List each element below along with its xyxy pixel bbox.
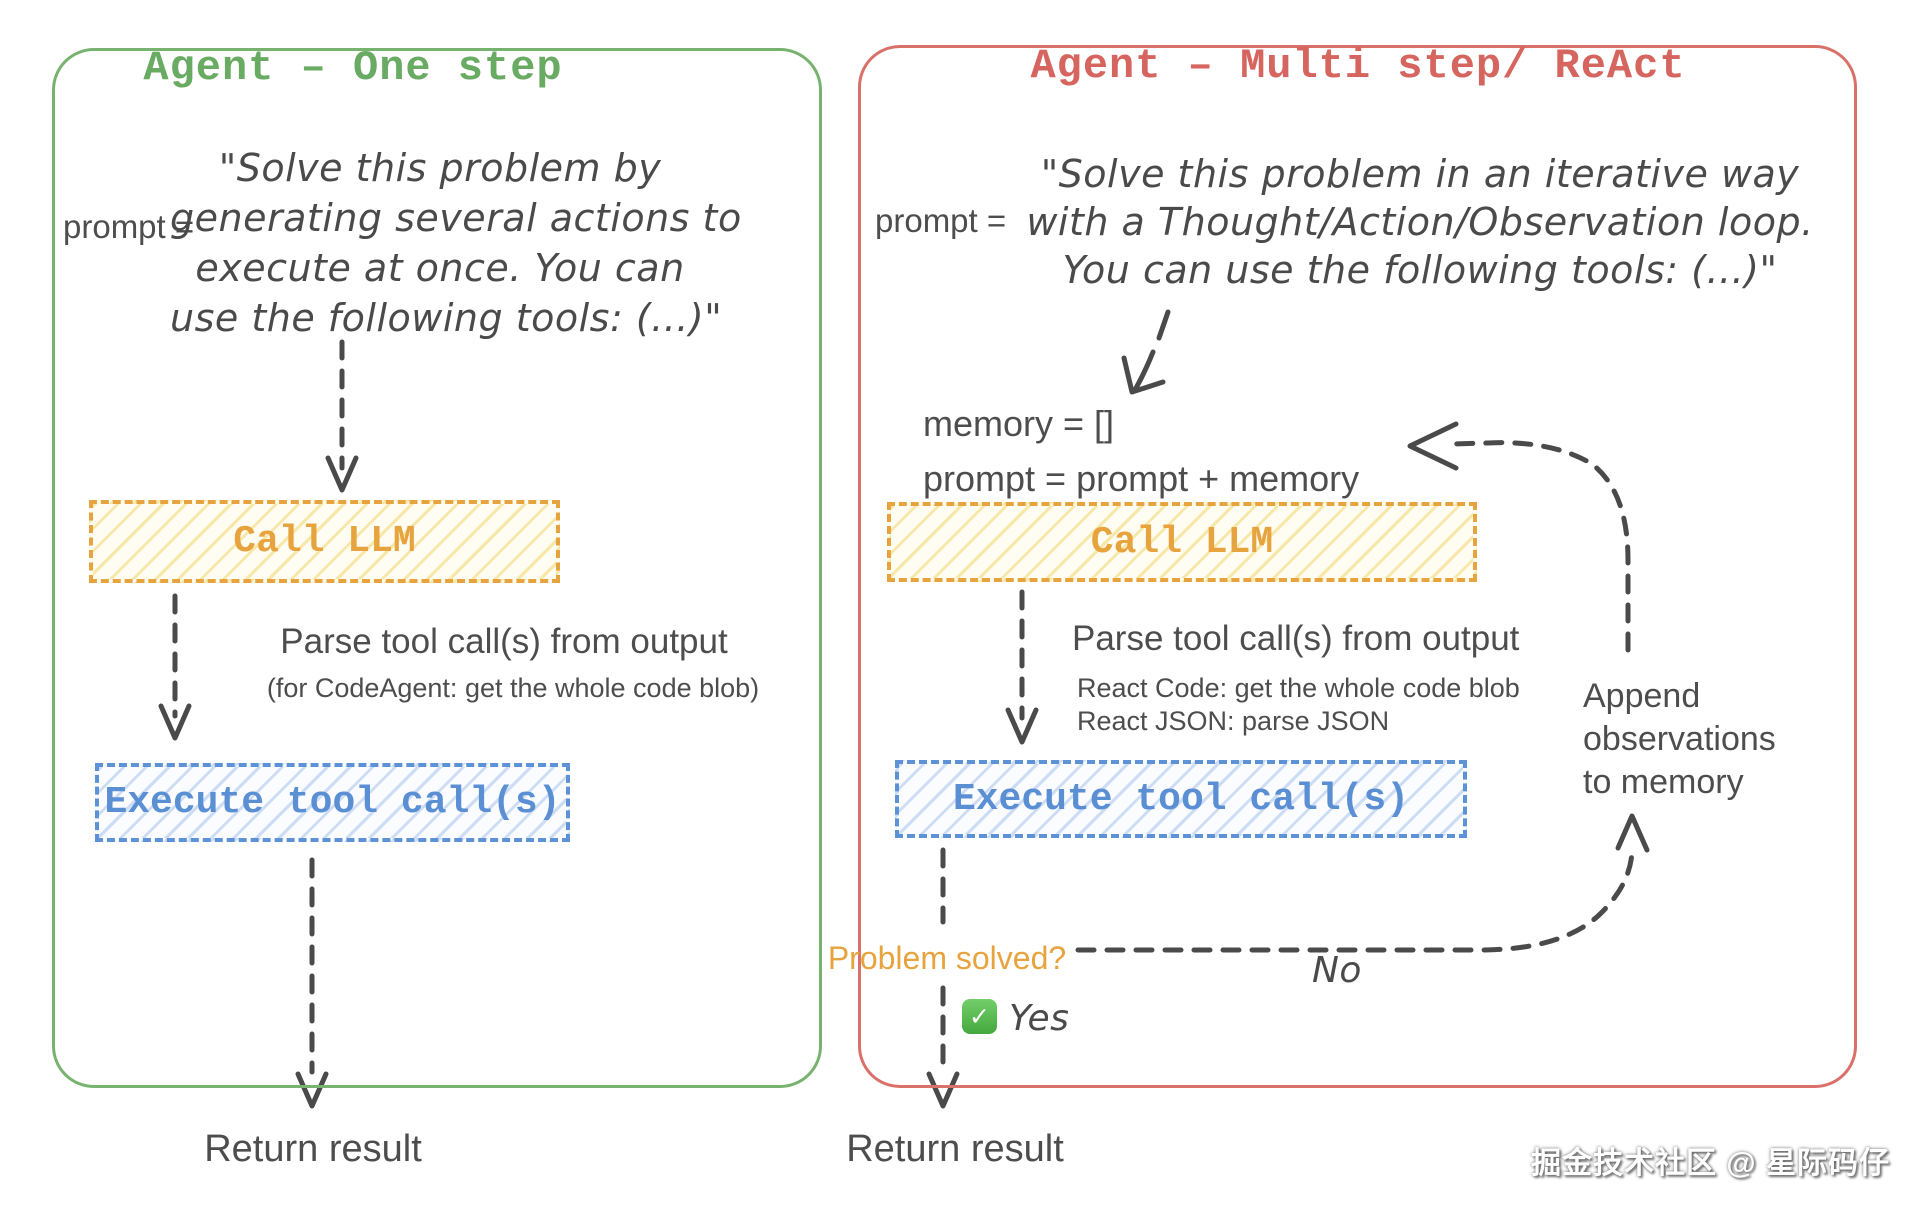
right-call-llm-label: Call LLM: [1090, 520, 1274, 564]
append-observations-note: Append observations to memory: [1583, 675, 1776, 804]
memory-init-line: memory = []: [923, 403, 1115, 444]
left-prompt-line-1: "Solve this problem by: [218, 146, 662, 190]
panel-multi-step-title: Agent – Multi step/ ReAct: [1030, 42, 1686, 90]
watermark: 掘金技术社区 @ 星际码仔: [1531, 1147, 1890, 1180]
left-prompt-line-3: execute at once. You can: [195, 246, 685, 290]
right-prompt-text: "Solve this problem in an iterative way …: [1010, 150, 1830, 294]
right-prompt-line-2: with a Thought/Action/Observation loop.: [1026, 200, 1814, 244]
prompt-plus-memory-line: prompt = prompt + memory: [923, 458, 1360, 499]
left-call-llm-label: Call LLM: [233, 520, 416, 563]
right-execute-label: Execute tool call(s): [952, 777, 1410, 821]
right-parse-subnote-code: React Code: get the whole code blob: [1077, 673, 1520, 703]
no-label: No: [1312, 950, 1362, 991]
left-execute-label: Execute tool call(s): [104, 781, 561, 824]
left-parse-note: Parse tool call(s) from output: [280, 622, 728, 661]
append-line-1: Append: [1583, 677, 1701, 715]
left-call-llm-node: Call LLM: [89, 500, 560, 583]
panel-agent-multi-step: [858, 45, 1857, 1088]
left-prompt-text: "Solve this problem by generating severa…: [170, 143, 742, 343]
right-execute-node: Execute tool call(s): [895, 760, 1467, 838]
append-line-2: observations: [1583, 720, 1776, 758]
right-parse-subnote-json: React JSON: parse JSON: [1077, 706, 1390, 736]
left-prompt-line-2: generating several actions to: [170, 196, 742, 240]
right-call-llm-node: Call LLM: [887, 502, 1477, 582]
right-return-result: Return result: [846, 1128, 1064, 1170]
right-prompt-line-1: "Solve this problem in an iterative way: [1040, 152, 1800, 196]
panel-agent-one-step: [52, 48, 822, 1088]
right-parse-note: Parse tool call(s) from output: [1072, 619, 1520, 658]
left-return-result: Return result: [204, 1128, 422, 1170]
left-execute-node: Execute tool call(s): [95, 763, 570, 842]
left-prompt-label: prompt =: [63, 208, 195, 245]
left-prompt-line-4: use the following tools: (...)": [170, 296, 723, 340]
check-icon: ✓: [962, 999, 997, 1034]
panel-one-step-title: Agent – One step: [143, 44, 563, 92]
yes-label: Yes: [1009, 998, 1070, 1039]
right-prompt-line-3: You can use the following tools: (...)": [1062, 248, 1778, 292]
right-prompt-label: prompt =: [875, 202, 1007, 239]
left-parse-subnote: (for CodeAgent: get the whole code blob): [266, 673, 760, 703]
append-line-3: to memory: [1583, 763, 1744, 801]
problem-solved-label: Problem solved?: [827, 940, 1067, 976]
